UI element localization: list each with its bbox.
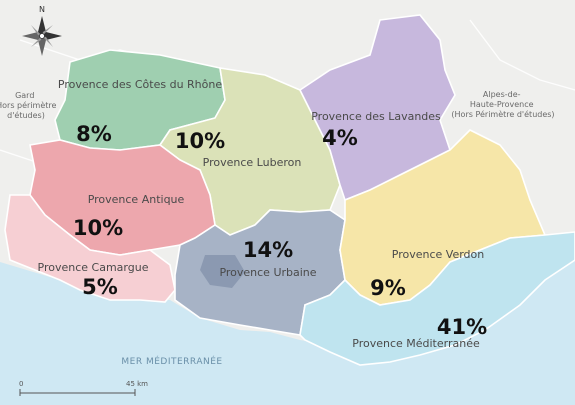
region-name-mediterranee: Provence Méditerranée xyxy=(352,337,480,350)
region-share-lavandes: 4% xyxy=(322,126,358,150)
compass-rose-icon: N xyxy=(22,5,62,56)
alpes-label: Alpes-de- Haute-Provence (Hors Périmètre… xyxy=(451,90,554,119)
region-name-luberon: Provence Luberon xyxy=(203,156,302,169)
region-share-antique: 10% xyxy=(73,216,123,240)
region-share-camargue: 5% xyxy=(82,275,118,299)
region-name-cotes-du-rhone: Provence des Côtes du Rhône xyxy=(58,78,222,91)
scale-start-label: 0 xyxy=(19,380,23,388)
region-lavandes[interactable] xyxy=(298,14,456,202)
region-share-cotes-du-rhone: 8% xyxy=(76,122,112,146)
region-name-lavandes: Provence des Lavandes xyxy=(311,110,441,123)
scale-bar: 0 45 km xyxy=(19,380,148,396)
region-camargue[interactable] xyxy=(4,194,176,303)
gard-label: Gard (Hors périmètre d'études) xyxy=(0,91,59,120)
region-urbaine-core xyxy=(200,255,245,288)
scale-end-label: 45 km xyxy=(126,380,148,388)
region-name-verdon: Provence Verdon xyxy=(392,248,484,261)
region-share-verdon: 9% xyxy=(370,276,406,300)
region-name-antique: Provence Antique xyxy=(88,193,185,206)
road xyxy=(469,19,575,91)
region-share-urbaine: 14% xyxy=(243,238,293,262)
sea-label: MER MÉDITERRANÉE xyxy=(121,355,222,367)
region-share-luberon: 10% xyxy=(175,129,225,153)
region-name-urbaine: Provence Urbaine xyxy=(219,266,316,279)
region-name-camargue: Provence Camargue xyxy=(38,261,149,274)
region-share-mediterranee: 41% xyxy=(437,315,487,339)
compass-north-label: N xyxy=(39,5,45,14)
region-mediterranee[interactable] xyxy=(299,231,575,366)
